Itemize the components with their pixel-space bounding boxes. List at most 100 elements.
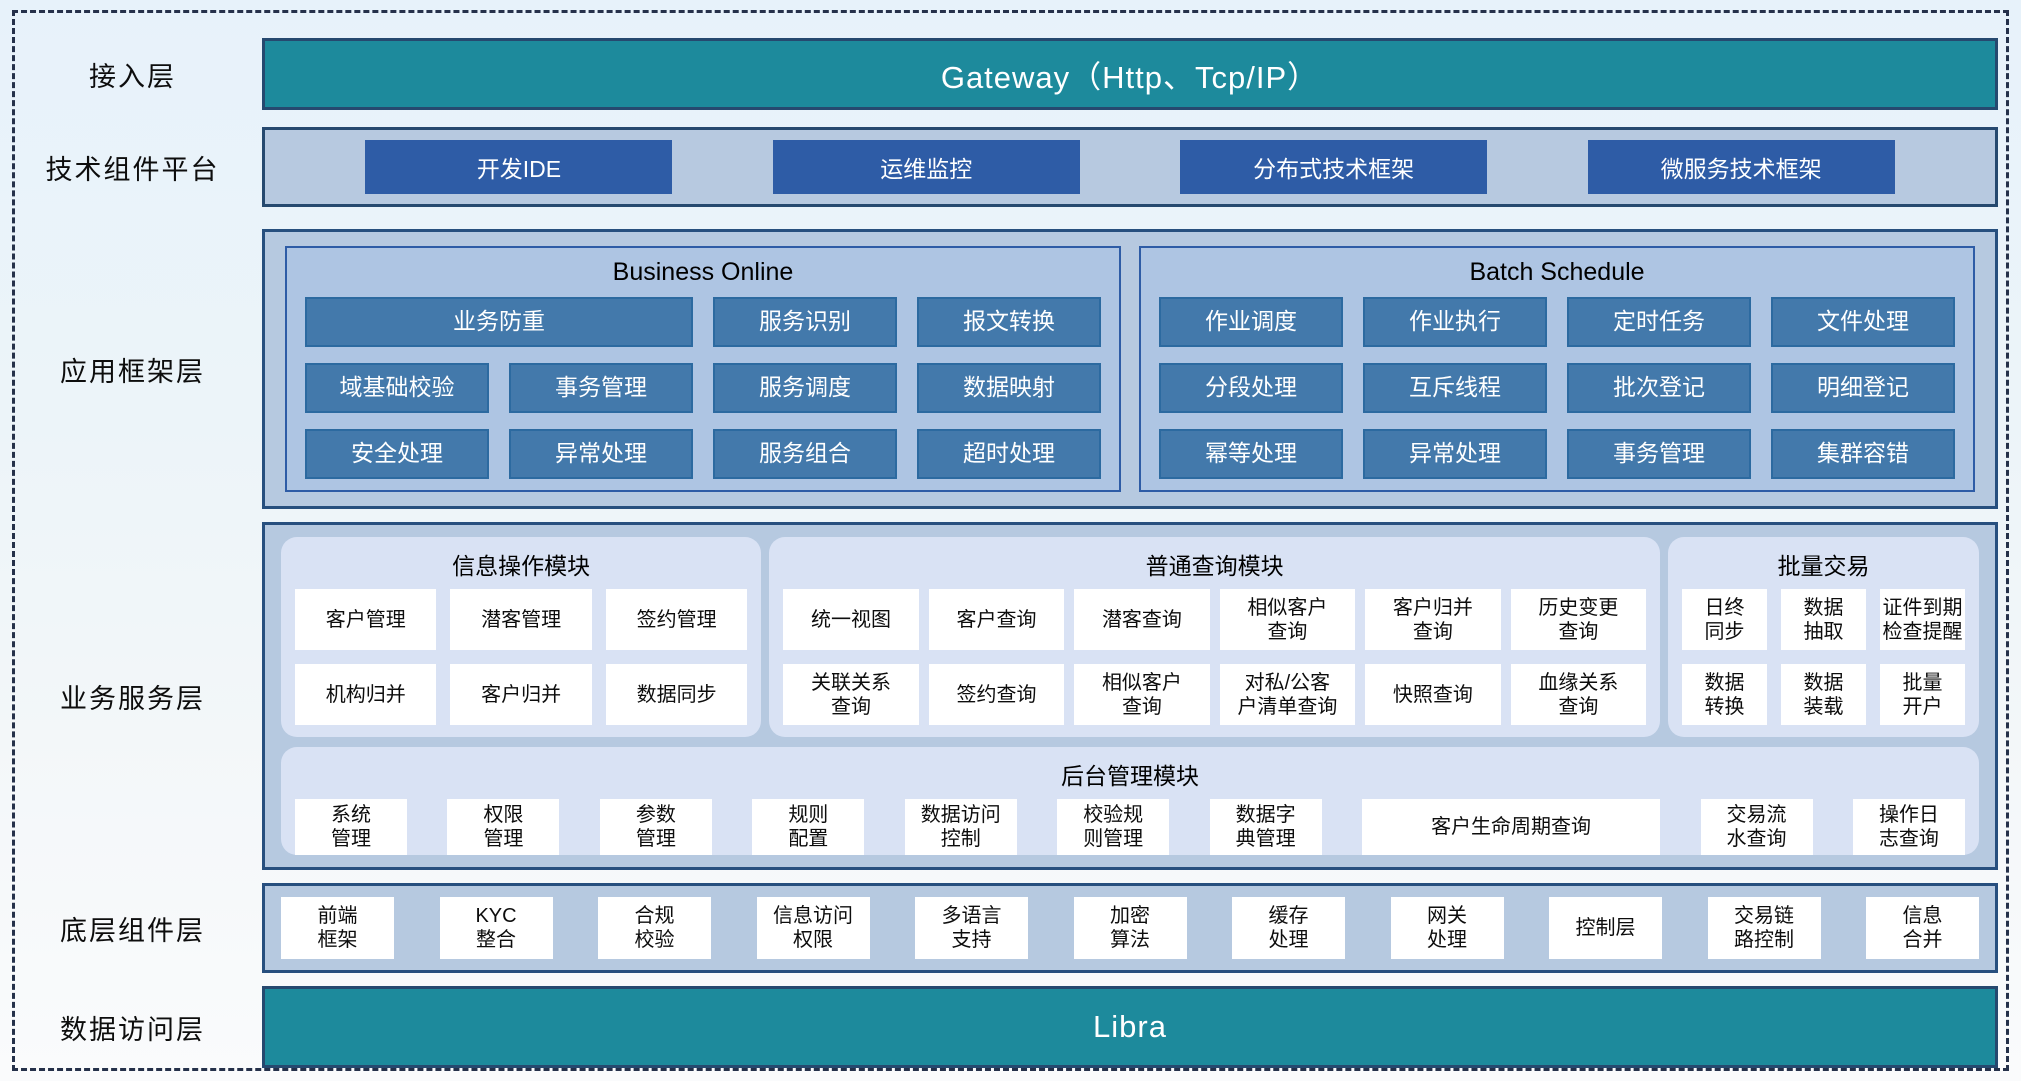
business-online-panel: Business Online 业务防重服务识别报文转换域基础校验事务管理服务调… [285,246,1121,492]
diagram-cell: 服务组合 [713,429,897,479]
layer-label-app-framework: 应用框架层 [60,356,205,387]
diagram-cell: 交易流 水查询 [1700,799,1813,855]
base-components-box: 前端 框架 KYC 整合合规 校验信息访问 权限多语言 支持加密 算法缓存 处理网… [262,883,1998,973]
tech-platform-item: 运维监控 [772,140,1080,194]
diagram-cell: 证件到期 检查提醒 [1880,589,1965,650]
diagram-cell: 数据同步 [605,664,748,725]
diagram-cell: 操作日 志查询 [1852,799,1965,855]
common-query-module-title: 普通查询模块 [1145,553,1284,579]
layer-label-business-service: 业务服务层 [60,683,205,714]
info-ops-module-panel: 信息操作模块 客户管理潜客管理签约管理机构归并客户归并数据同步 [281,537,762,737]
business-online-title: Business Online [612,258,794,286]
diagram-cell: 幂等处理 [1159,429,1343,479]
diagram-cell: 数据 装载 [1781,664,1867,725]
diagram-cell: 权限 管理 [447,799,560,855]
business-service-top-row: 信息操作模块 客户管理潜客管理签约管理机构归并客户归并数据同步 普通查询模块 统… [281,537,1979,737]
diagram-cell: 分段处理 [1159,363,1343,413]
diagram-cell: 血缘关系 查询 [1510,664,1647,725]
diagram-cell: 相似客户 查询 [1074,664,1210,725]
info-ops-grid: 客户管理潜客管理签约管理机构归并客户归并数据同步 [295,589,748,725]
libra-bar: Libra [262,986,1998,1068]
diagram-cell: 客户查询 [928,589,1065,650]
diagram-cell: 前端 框架 [281,897,394,959]
diagram-cell: 异常处理 [509,429,693,479]
diagram-cell: 作业调度 [1159,297,1343,347]
diagram-cell: 报文转换 [917,297,1101,347]
diagram-cell: 批次登记 [1567,363,1751,413]
diagram-cell: 域基础校验 [305,363,489,413]
diagram-cell: 参数 管理 [599,799,712,855]
backend-mgmt-module-title: 后台管理模块 [1061,763,1199,789]
backend-mgmt-module-panel: 后台管理模块 系统 管理权限 管理参数 管理规则 配置数据访问 控制校验规 则管… [281,747,1979,855]
diagram-cell: 数据字 典管理 [1209,799,1322,855]
diagram-cell: 数据映射 [917,363,1101,413]
gateway-title: Gateway（Http、Tcp/IP） [940,59,1320,95]
diagram-cell: 业务防重 [305,297,693,347]
diagram-cell: 异常处理 [1363,429,1547,479]
diagram-cell: 定时任务 [1567,297,1751,347]
diagram-cell: 客户归并 查询 [1365,589,1501,650]
tech-platform-item: 开发IDE [365,140,673,194]
diagram-cell: 信息 合并 [1866,897,1979,959]
business-online-grid: 业务防重服务识别报文转换域基础校验事务管理服务调度数据映射安全处理异常处理服务组… [305,297,1101,479]
tech-platform-item: 分布式技术框架 [1180,140,1488,194]
diagram-cell: 机构归并 [295,664,437,725]
batch-schedule-grid: 作业调度作业执行定时任务文件处理分段处理互斥线程批次登记明细登记幂等处理异常处理… [1159,297,1955,479]
diagram-cell: 数据 转换 [1682,664,1768,725]
diagram-cell: 历史变更 查询 [1510,589,1647,650]
diagram-cell: 安全处理 [305,429,489,479]
diagram-cell: 日终 同步 [1682,589,1768,650]
app-framework-box: Business Online 业务防重服务识别报文转换域基础校验事务管理服务调… [262,229,1998,509]
backend-mgmt-row: 系统 管理权限 管理参数 管理规则 配置数据访问 控制校验规 则管理数据字 典管… [295,799,1965,855]
diagram-cell: 潜客查询 [1074,589,1210,650]
diagram-cell: 对私/公客 户清单查询 [1219,664,1356,725]
diagram-cell: 事务管理 [509,363,693,413]
diagram-cell: 系统 管理 [295,799,407,855]
diagram-cell: 控制层 [1549,897,1662,959]
tech-platform-item: 微服务技术框架 [1587,140,1895,194]
diagram-cell: 超时处理 [917,429,1101,479]
diagram-cell: 快照查询 [1365,664,1501,725]
diagram-cell: 服务识别 [713,297,897,347]
diagram-cell: 明细登记 [1771,363,1955,413]
diagram-cell: 网关 处理 [1390,897,1504,959]
diagram-cell: 关联关系 查询 [783,664,919,725]
diagram-cell: 客户归并 [450,664,592,725]
diagram-cell: 服务调度 [713,363,897,413]
layer-label-tech-platform: 技术组件平台 [45,154,220,185]
diagram-cell: 缓存 处理 [1232,897,1345,959]
diagram-cell: 签约查询 [928,664,1065,725]
diagram-cell: 集群容错 [1771,429,1955,479]
common-query-module-panel: 普通查询模块 统一视图客户查询潜客查询相似客户 查询客户归并 查询历史变更 查询… [769,537,1661,737]
batch-schedule-title: Batch Schedule [1469,258,1645,286]
info-ops-module-title: 信息操作模块 [452,553,591,579]
layer-label-access: 接入层 [89,61,176,92]
diagram-cell: 事务管理 [1567,429,1751,479]
diagram-cell: 签约管理 [605,589,748,650]
diagram-cell: 统一视图 [783,589,919,650]
diagram-cell: 文件处理 [1771,297,1955,347]
libra-title: Libra [1093,1009,1167,1044]
diagram-cell: 信息访问 权限 [756,897,870,959]
batch-trade-grid: 日终 同步数据 抽取证件到期 检查提醒数据 转换数据 装载批量 开户 [1682,589,1965,725]
layer-label-base-components: 底层组件层 [60,915,205,946]
gateway-bar: Gateway（Http、Tcp/IP） [262,38,1998,110]
batch-trade-module-panel: 批量交易 日终 同步数据 抽取证件到期 检查提醒数据 转换数据 装载批量 开户 [1668,537,1979,737]
diagram-cell: 互斥线程 [1363,363,1547,413]
diagram-cell: KYC 整合 [439,897,553,959]
tech-platform-row: 开发IDE 运维监控 分布式技术框架 微服务技术框架 [262,127,1998,207]
batch-schedule-panel: Batch Schedule 作业调度作业执行定时任务文件处理分段处理互斥线程批… [1139,246,1975,492]
diagram-cell: 客户管理 [295,589,437,650]
diagram-cell: 批量 开户 [1880,664,1965,725]
diagram-cell: 合规 校验 [598,897,711,959]
layer-label-data-access: 数据访问层 [60,1014,205,1045]
batch-trade-module-title: 批量交易 [1777,553,1870,579]
diagram-cell: 数据访问 控制 [904,799,1017,855]
diagram-cell: 多语言 支持 [915,897,1028,959]
diagram-cell: 加密 算法 [1073,897,1187,959]
diagram-cell: 相似客户 查询 [1219,589,1356,650]
common-query-grid: 统一视图客户查询潜客查询相似客户 查询客户归并 查询历史变更 查询关联关系 查询… [783,589,1647,725]
diagram-cell: 规则 配置 [752,799,865,855]
diagram-cell: 数据 抽取 [1781,589,1867,650]
